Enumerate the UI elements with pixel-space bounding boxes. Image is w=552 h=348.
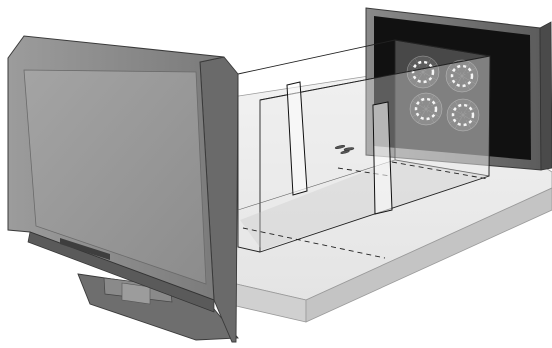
near-monitor (8, 36, 238, 342)
near-monitor-screen (24, 70, 206, 284)
